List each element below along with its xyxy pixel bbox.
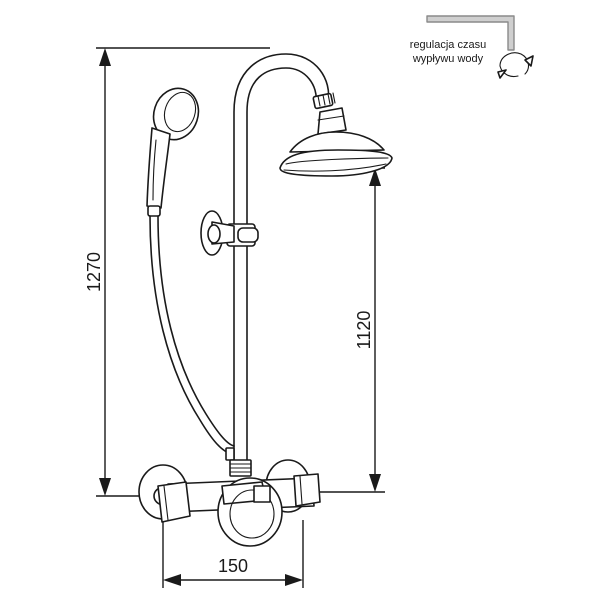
left-knob <box>157 481 191 523</box>
shower-head <box>279 92 393 177</box>
hand-shower-handle <box>146 127 171 209</box>
flow-regulation-note: regulacja czasu wypływu wody <box>410 15 534 79</box>
note-line-2: wypływu wody <box>412 53 484 65</box>
dim-spacing-arrow-right <box>285 574 303 586</box>
mixer-body <box>138 459 321 547</box>
shower-hose <box>149 215 235 461</box>
dim-spacing-label: 150 <box>218 556 248 576</box>
rotation-arrow-icon <box>497 52 534 79</box>
hand-shower <box>146 87 200 217</box>
note-line-1: regulacja czasu <box>410 39 486 51</box>
flow-lever-icon <box>426 15 515 51</box>
dimension-spacing: 150 <box>162 520 304 588</box>
dim-head-arrow-bottom <box>369 474 381 492</box>
dim-total-arrow-bottom <box>99 478 111 496</box>
dim-head-label: 1120 <box>354 311 374 350</box>
wall-bracket <box>200 210 235 256</box>
dim-head-arrow-top <box>369 168 381 186</box>
dimension-head-height: 1120 <box>320 167 385 493</box>
dim-total-arrow-top <box>99 48 111 66</box>
shower-head-swivel <box>312 92 336 110</box>
riser-pipe <box>233 53 330 463</box>
dim-total-label: 1270 <box>84 252 104 292</box>
right-knob <box>293 473 321 507</box>
riser-base-connector <box>229 459 252 477</box>
dimension-total-height: 1270 <box>84 47 270 497</box>
dim-spacing-arrow-left <box>163 574 181 586</box>
